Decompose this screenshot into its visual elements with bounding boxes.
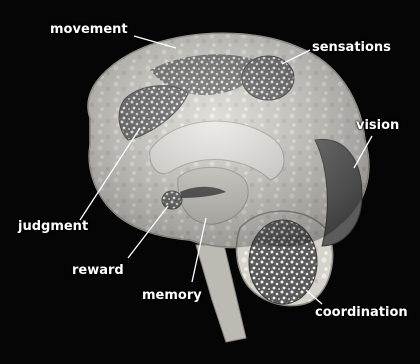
label-vision: vision (356, 118, 399, 133)
label-memory: memory (142, 288, 202, 303)
label-sensations: sensations (312, 40, 391, 55)
label-judgment: judgment (18, 219, 88, 234)
label-reward: reward (72, 263, 124, 278)
label-coordination: coordination (315, 305, 408, 320)
label-movement: movement (50, 22, 128, 37)
